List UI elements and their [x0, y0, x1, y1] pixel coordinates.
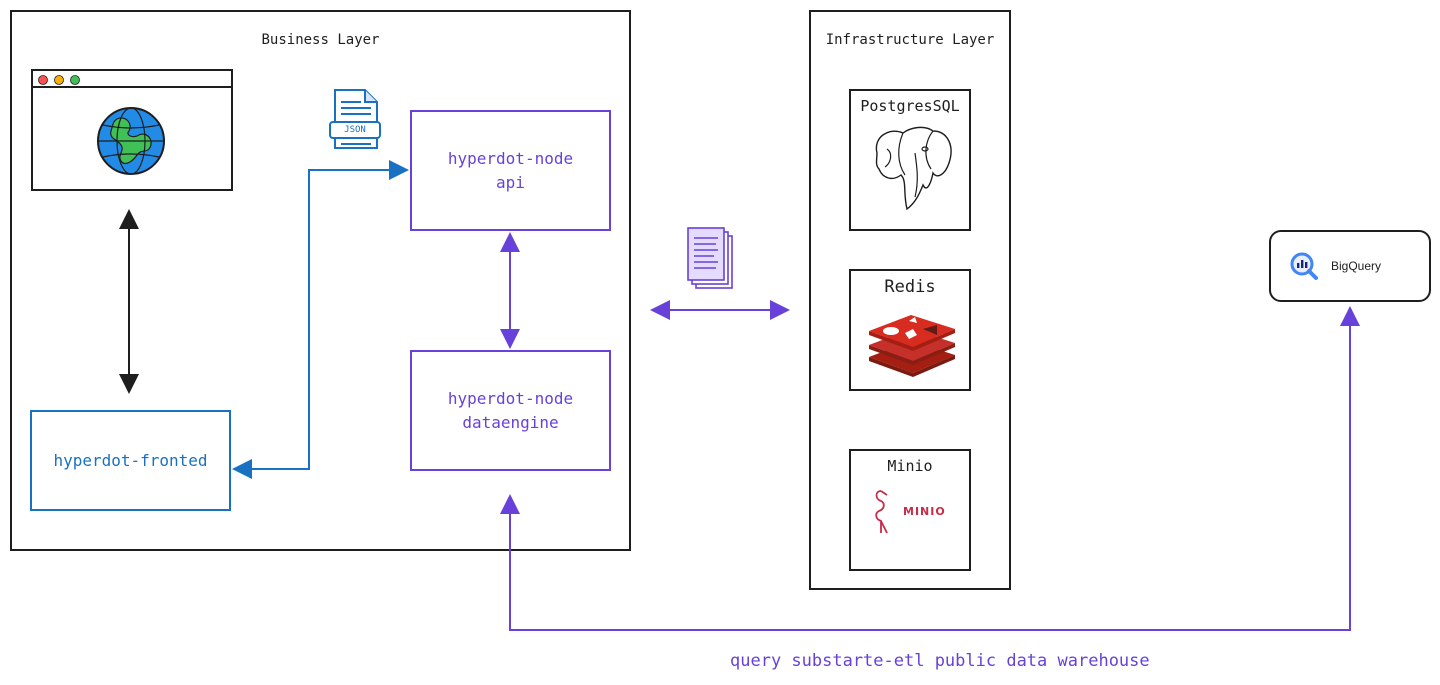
dataengine-bigquery-arrow: [500, 306, 1360, 631]
documents-icon: [686, 226, 736, 292]
infrastructure-layer-container: Infrastructure Layer: [809, 10, 1011, 590]
bigquery-box: BigQuery: [1269, 230, 1431, 302]
globe-icon: [95, 105, 167, 177]
postgresql-elephant-icon: [867, 123, 957, 215]
business-layer-title: Business Layer: [261, 32, 380, 48]
hyperdot-frontend-box: hyperdot-fronted: [30, 410, 231, 511]
json-file-label: JSON: [344, 125, 366, 135]
business-layer-container: Business Layer: [10, 10, 631, 551]
infrastructure-layer-title: Infrastructure Layer: [825, 32, 995, 48]
bigquery-icon: [1289, 251, 1319, 281]
bigquery-label: BigQuery: [1331, 259, 1382, 273]
warehouse-query-caption: query substarte-etl public data warehous…: [730, 651, 1150, 671]
redis-title: Redis: [884, 277, 936, 297]
postgres-box: PostgresSQL: [849, 89, 971, 231]
hyperdot-node-api-box: hyperdot-node api: [410, 110, 611, 231]
json-file-icon: JSON: [327, 88, 383, 152]
postgres-title: PostgresSQL: [860, 97, 960, 115]
browser-window-icon: [31, 69, 233, 191]
frontend-api-arrow: [232, 160, 409, 479]
